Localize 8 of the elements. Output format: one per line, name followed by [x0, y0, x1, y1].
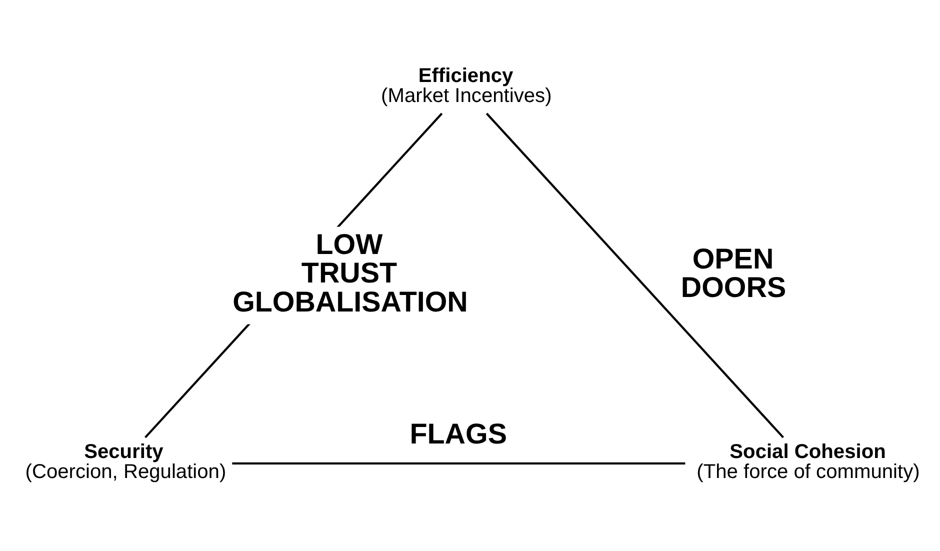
node-text: Efficiency (Market Incentives)	[381, 65, 552, 108]
edge-label: FLAGS	[410, 418, 507, 450]
edge-label: LOW TRUST GLOBALISATION	[232, 228, 468, 318]
node-text: Security (Coercion, Regulation)	[25, 440, 226, 484]
connector	[232, 462, 686, 465]
node-text: Social Cohesion (The force of community)	[696, 440, 920, 484]
edge-label: OPEN DOORS	[680, 243, 786, 304]
connector	[486, 112, 784, 438]
